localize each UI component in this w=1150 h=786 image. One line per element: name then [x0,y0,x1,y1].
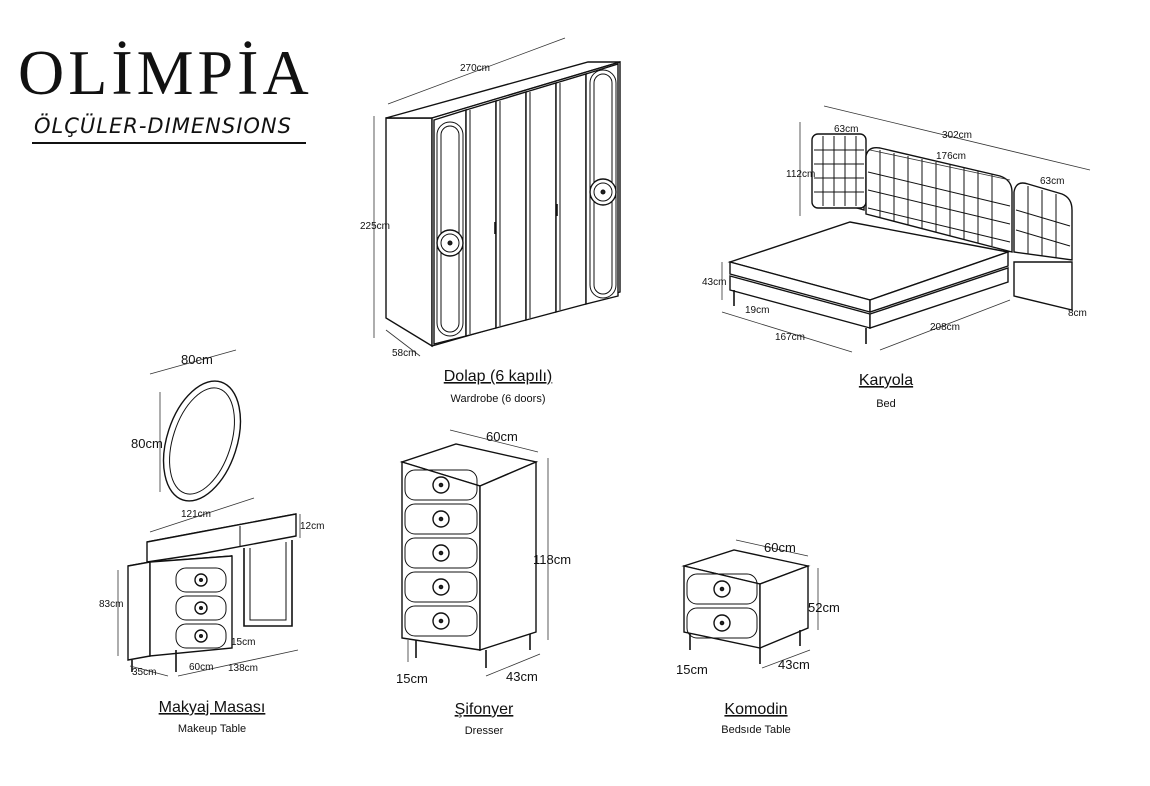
bedside-leg-height-label: 15cm [676,662,708,677]
mirror-drawing: 80cm 80cm [131,349,242,502]
dresser-title: Şifonyer [455,701,514,718]
brand-subtitle: ÖLÇÜLER-DIMENSIONS [34,114,292,138]
mirror-width-label: 80cm [181,352,213,367]
bed-side-panel-right-label: 63cm [1040,176,1064,187]
wardrobe-depth-label: 58cm [392,348,416,359]
bed-headboard-height-label: 112cm [786,169,815,180]
brand-title: OLİMPİA [18,37,313,108]
bed-title: Karyola [859,372,913,389]
makeup-depth-label: 35cm [132,667,156,678]
bedside-title: Komodin [724,701,787,718]
bed-drawing: 63cm 302cm 176cm 63cm 112cm 43cm 19cm 16… [702,105,1091,410]
makeup-top-height-label: 12cm [300,521,324,532]
makeup-drawer-width-label: 60cm [189,662,213,673]
makeup-leg-height-label: 15cm [231,637,255,648]
dresser-leg-height-label: 15cm [396,671,428,686]
bed-panel-thickness-label: 8cm [1068,308,1087,319]
wardrobe-title: Dolap (6 kapılı) [444,368,553,385]
mirror-height-label: 80cm [131,436,163,451]
brand-block: OLİMPİA ÖLÇÜLER-DIMENSIONS [18,38,358,148]
dresser-height-label: 118cm [533,552,571,567]
bed-side-panel-left-label: 63cm [834,124,858,135]
bed-total-width-label: 302cm [942,130,972,141]
makeup-table-drawing: 121cm 12cm 83cm 15cm 35cm 60cm 138cm Mak… [99,497,324,735]
makeup-total-width-label: 138cm [228,663,258,674]
makeup-table-title: Makyaj Masası [159,699,266,716]
bed-leg-height-label: 19cm [745,305,769,316]
dresser-width-label: 60cm [486,429,518,444]
wardrobe-subtitle: Wardrobe (6 doors) [451,393,546,405]
wardrobe-width-label: 270cm [460,63,490,74]
bed-length-label: 208cm [930,322,960,333]
bedside-subtitle: Bedsıde Table [721,724,791,736]
bedside-width-label: 60cm [764,540,796,555]
wardrobe-height-label: 225cm [360,221,390,232]
bedside-height-label: 52cm [808,600,840,615]
bed-subtitle: Bed [876,398,896,410]
makeup-top-width-label: 121cm [181,509,211,520]
bed-frame-height-label: 43cm [702,277,726,288]
bedside-table-drawing: 60cm 52cm 15cm 43cm Komodin Bedsıde Tabl… [676,539,840,736]
makeup-table-subtitle: Makeup Table [178,723,246,735]
wardrobe-drawing: 270cm 225cm 58cm Dolap (6 kapılı) Wardro… [360,37,621,405]
bedside-depth-label: 43cm [778,657,810,672]
dresser-drawing: 60cm 118cm 15cm 43cm Şifonyer Dresser [396,429,571,737]
dresser-depth-label: 43cm [506,669,538,684]
bed-width-label: 167cm [775,332,805,343]
makeup-height-label: 83cm [99,599,123,610]
brand-underline [32,142,306,144]
bed-headboard-width-label: 176cm [936,151,966,162]
dresser-subtitle: Dresser [465,725,504,737]
